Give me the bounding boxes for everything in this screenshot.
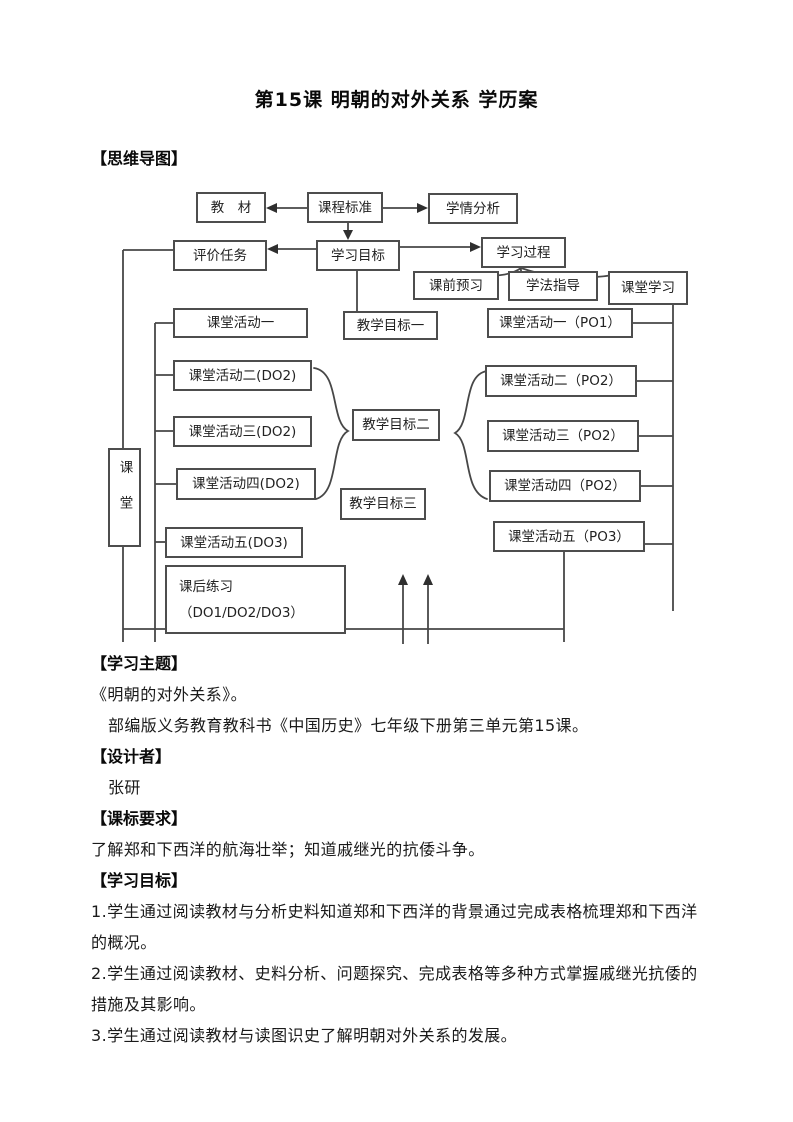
paragraph: 了解郑和下西洋的航海壮举；知道戚继光的抗倭斗争。 xyxy=(91,840,485,859)
node-label: 教学目标三 xyxy=(349,496,417,512)
node-textbook: 教 材 xyxy=(196,192,266,223)
section-heading-curriculum-requirement: 【课标要求】 xyxy=(91,809,188,828)
node-label: 教学目标二 xyxy=(362,417,430,433)
paragraph: 2.学生通过阅读教材、史料分析、问题探究、完成表格等多种方式掌握戚继光抗倭的措施… xyxy=(91,964,698,1014)
node-label: 课堂活动二(DO2) xyxy=(188,367,297,384)
node-learning-goal: 学习目标 xyxy=(316,240,400,271)
node-activity-4-po2: 课堂活动四（PO2） xyxy=(489,470,641,502)
node-label: 课堂活动三(DO2) xyxy=(188,423,297,440)
node-teaching-objective-2: 教学目标二 xyxy=(352,409,440,441)
section-heading-designer: 【设计者】 xyxy=(91,747,172,766)
node-activity-4-do2: 课堂活动四(DO2) xyxy=(176,468,316,500)
node-label: 课堂活动一 xyxy=(206,315,275,331)
document-body: 【学习主题】 《明朝的对外关系》。 部编版义务教育教科书《中国历史》七年级下册第… xyxy=(91,648,706,1051)
node-class-learning: 课堂学习 xyxy=(608,271,688,305)
node-label: 学习目标 xyxy=(331,247,385,264)
node-label: 课堂活动四（PO2） xyxy=(504,478,626,494)
node-label: 学情分析 xyxy=(446,200,500,217)
node-learning-process: 学习过程 xyxy=(481,237,566,268)
mindmap-diagram: 教 材 课程标准 学情分析 评价任务 学习目标 学习过程 课前预习 学法指导 课… xyxy=(0,184,793,646)
node-label: 课堂活动一（PO1） xyxy=(499,315,621,331)
paragraph: 《明朝的对外关系》。 xyxy=(91,685,248,704)
node-homework: 课后练习 （DO1/DO2/DO3） xyxy=(165,565,346,634)
node-activity-5-po3: 课堂活动五（PO3） xyxy=(493,521,645,552)
node-label: 学习过程 xyxy=(496,244,551,261)
node-label: 课堂活动五（PO3） xyxy=(508,528,630,545)
node-evaluation-task: 评价任务 xyxy=(173,240,267,271)
paragraph: 部编版义务教育教科书《中国历史》七年级下册第三单元第15课。 xyxy=(108,716,589,735)
node-teaching-objective-1: 教学目标一 xyxy=(343,311,438,340)
node-pre-class-preview: 课前预习 xyxy=(413,271,499,300)
node-curriculum-standard: 课程标准 xyxy=(307,192,383,223)
node-label: 课堂活动五(DO3) xyxy=(180,534,288,551)
node-label: 教 材 xyxy=(210,199,252,216)
page-title: 第15课 明朝的对外关系 学历案 xyxy=(254,89,539,111)
node-classroom: 课堂 xyxy=(108,448,141,547)
node-label: 课堂活动二（PO2） xyxy=(500,373,622,389)
paragraph: 3.学生通过阅读教材与读图识史了解明朝对外关系的发展。 xyxy=(91,1026,518,1045)
node-label: 课堂活动四(DO2) xyxy=(192,476,300,492)
mindmap-heading: 【思维导图】 xyxy=(91,149,188,168)
node-label: 课程标准 xyxy=(318,199,372,216)
node-activity-2-do2: 课堂活动二(DO2) xyxy=(173,360,312,391)
section-heading-learning-objectives: 【学习目标】 xyxy=(91,871,188,890)
node-label: 评价任务 xyxy=(193,247,247,264)
paragraph: 1.学生通过阅读教材与分析史料知道郑和下西洋的背景通过完成表格梳理郑和下西洋的概… xyxy=(91,902,698,952)
node-activity-3-po2: 课堂活动三（PO2） xyxy=(487,420,639,452)
node-learner-analysis: 学情分析 xyxy=(428,193,518,224)
node-label: 课堂 xyxy=(116,460,133,531)
node-label-line2: （DO1/DO2/DO3） xyxy=(179,604,304,621)
paragraph: 张研 xyxy=(108,778,141,797)
node-label: 课前预习 xyxy=(429,277,483,294)
node-label: 学法指导 xyxy=(526,278,580,294)
node-teaching-objective-3: 教学目标三 xyxy=(340,488,426,520)
node-label: 课堂学习 xyxy=(621,280,675,296)
node-activity-1: 课堂活动一 xyxy=(173,308,308,338)
node-label-line1: 课后练习 xyxy=(179,578,233,595)
section-heading-learning-topic: 【学习主题】 xyxy=(91,654,188,673)
node-method-guidance: 学法指导 xyxy=(508,271,598,301)
node-activity-1-po1: 课堂活动一（PO1） xyxy=(487,308,633,338)
node-label: 教学目标一 xyxy=(356,317,425,334)
node-activity-5-do3: 课堂活动五(DO3) xyxy=(165,527,303,558)
node-activity-2-po2: 课堂活动二（PO2） xyxy=(485,365,637,397)
node-activity-3-do2: 课堂活动三(DO2) xyxy=(173,416,312,447)
node-label: 课堂活动三（PO2） xyxy=(502,428,624,444)
